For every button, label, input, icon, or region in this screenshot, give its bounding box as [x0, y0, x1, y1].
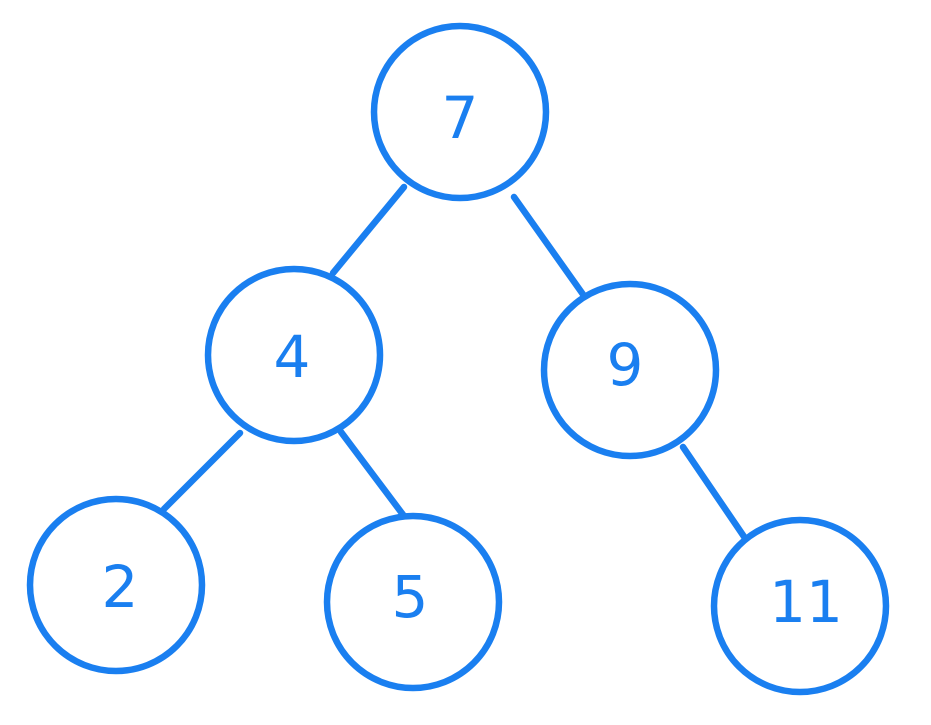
edge-7-to-9 [510, 193, 591, 304]
node-circle [26, 495, 206, 675]
node-circle [540, 280, 720, 460]
tree-node-right: 9 [540, 280, 720, 460]
tree-edges [160, 183, 751, 545]
edge-9-to-11 [679, 443, 751, 545]
edge-4-to-5 [337, 428, 408, 520]
node-circle [710, 516, 890, 696]
node-circle [323, 512, 503, 692]
node-label: 2 [102, 553, 139, 621]
edge-7-to-4 [329, 183, 408, 277]
node-circle [370, 22, 550, 202]
node-label: 4 [274, 323, 311, 391]
node-label: 11 [769, 568, 843, 636]
node-label: 5 [392, 563, 429, 631]
tree-node-left-left: 2 [26, 495, 206, 675]
node-circle [204, 265, 384, 445]
tree-node-left-right: 5 [323, 512, 503, 692]
node-label: 9 [607, 331, 644, 399]
edge-4-to-2 [160, 429, 244, 513]
node-label: 7 [442, 84, 479, 152]
tree-node-root: 7 [370, 22, 550, 202]
tree-node-left: 4 [204, 265, 384, 445]
tree-node-right-right: 11 [710, 516, 890, 696]
